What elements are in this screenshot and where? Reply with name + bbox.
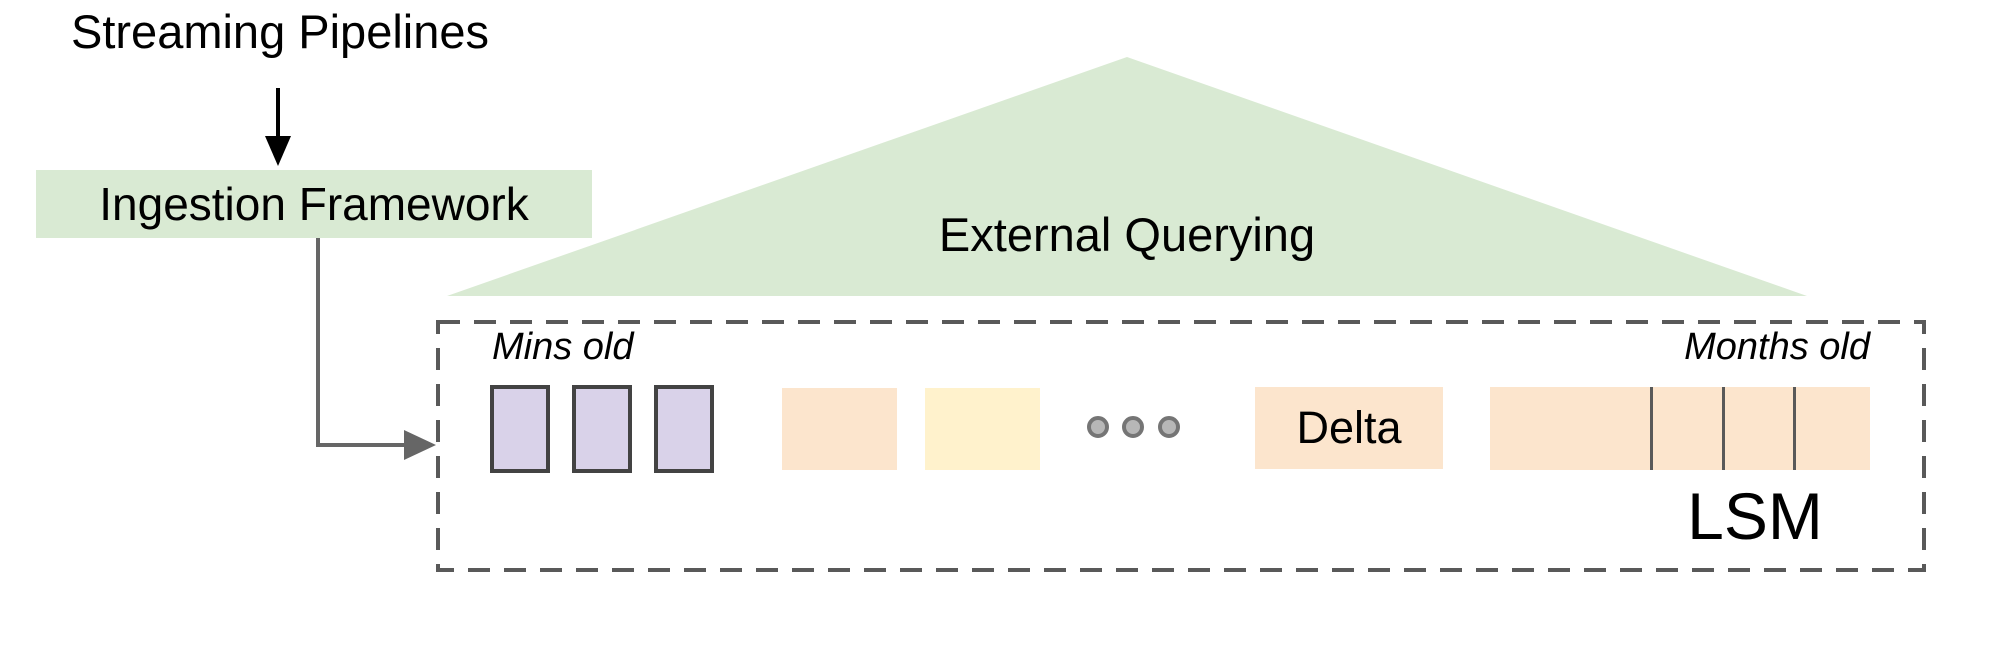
external-querying-label: External Querying xyxy=(938,208,1316,261)
right-arrow-icon xyxy=(404,430,436,460)
memtable-square xyxy=(654,385,714,473)
ingestion-framework-box: Ingestion Framework xyxy=(36,170,592,238)
ellipsis-dot xyxy=(1087,416,1109,438)
sstable-yellow-square xyxy=(925,388,1040,470)
down-arrow-line xyxy=(276,88,280,136)
lsm-label: LSM xyxy=(1687,479,1823,553)
sstable-orange-square xyxy=(782,388,897,470)
ellipsis-dot xyxy=(1158,416,1180,438)
elbow-connector-vertical xyxy=(316,238,320,447)
lsm-segment-divider xyxy=(1722,387,1725,470)
streaming-pipelines-label: Streaming Pipelines xyxy=(71,5,489,58)
ellipsis-dot xyxy=(1122,416,1144,438)
mins-old-label: Mins old xyxy=(492,326,634,368)
delta-box: Delta xyxy=(1255,387,1443,469)
lsm-segmented-run xyxy=(1490,387,1870,470)
months-old-label: Months old xyxy=(1684,326,1870,368)
lsm-segment-divider xyxy=(1793,387,1796,470)
lsm-segment-divider xyxy=(1650,387,1653,470)
elbow-connector-horizontal xyxy=(316,443,405,447)
down-arrow-icon xyxy=(265,136,291,166)
memtable-square xyxy=(572,385,632,473)
memtable-square xyxy=(490,385,550,473)
